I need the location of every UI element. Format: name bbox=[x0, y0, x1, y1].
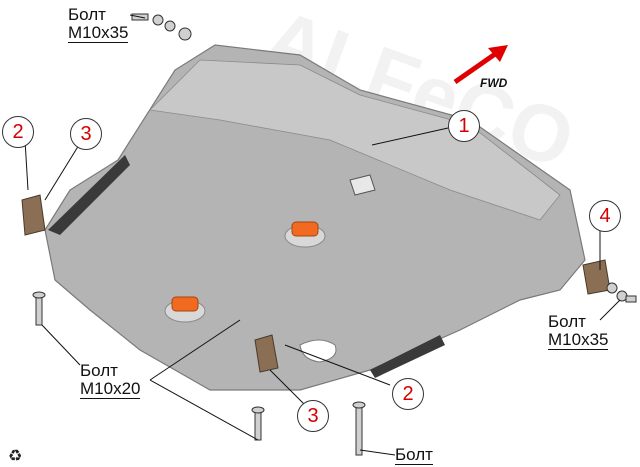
callout-2-bottom: 2 bbox=[392, 378, 424, 410]
bolt-m10x20-line1: Болт bbox=[80, 361, 118, 380]
bolt-right-line1: Болт bbox=[548, 312, 586, 331]
callout-3-left: 3 bbox=[70, 118, 102, 150]
plate-right-flange bbox=[370, 335, 445, 378]
callout-2-left: 2 bbox=[2, 116, 34, 148]
bolt-top-line2: M10x35 bbox=[68, 23, 129, 43]
bracket-bottom bbox=[254, 334, 279, 373]
callout-4: 4 bbox=[589, 200, 621, 232]
plate-cutout bbox=[299, 339, 337, 363]
label-bolt-m10x20: Болт M10x20 bbox=[80, 361, 141, 399]
bolt-right-line2: M10x35 bbox=[548, 330, 609, 350]
label-bolt-bottom: Болт bbox=[395, 446, 433, 465]
fwd-label: FWD bbox=[480, 76, 508, 90]
bolt-right bbox=[606, 282, 637, 303]
bolt-bottom-vertical bbox=[352, 401, 366, 456]
label-bolt-top: Болт M10x35 bbox=[68, 5, 129, 43]
leader-lines bbox=[24, 14, 621, 456]
bolt-m10x20-line2: M10x20 bbox=[80, 379, 141, 399]
drain-pad-lower bbox=[164, 296, 206, 323]
bolt-bottom-line1: Болт bbox=[395, 445, 433, 465]
clip-part-1 bbox=[349, 174, 376, 196]
plate-left-flange bbox=[48, 155, 130, 235]
bolt-top-line1: Болт bbox=[68, 5, 106, 24]
bracket-right bbox=[582, 259, 611, 295]
plate-top-face bbox=[149, 59, 561, 221]
bracket-left bbox=[21, 194, 46, 236]
fwd-arrow-icon bbox=[453, 45, 508, 85]
label-bolt-right: Болт M10x35 bbox=[548, 312, 609, 350]
callout-1: 1 bbox=[448, 110, 480, 142]
recycle-glyph-icon: ♻ bbox=[8, 448, 23, 465]
drain-pad-upper bbox=[284, 221, 326, 248]
bolt-left-vertical bbox=[32, 291, 46, 326]
callout-3-bottom: 3 bbox=[297, 400, 329, 432]
bolt-bottom-short bbox=[251, 406, 265, 441]
bolt-top bbox=[131, 13, 192, 41]
